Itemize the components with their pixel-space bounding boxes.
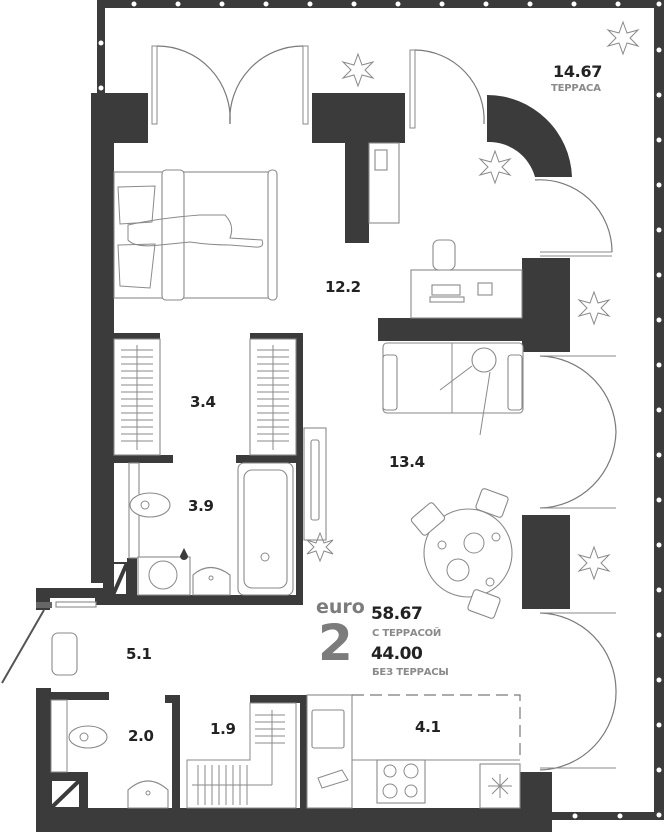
walls bbox=[36, 93, 572, 832]
room-area-wardrobe: 3.4 bbox=[190, 393, 216, 411]
room-area-hallway: 5.1 bbox=[126, 645, 152, 663]
bathroom-fixtures bbox=[128, 427, 327, 596]
ventilation-shaft-icons bbox=[49, 562, 129, 810]
dining-table-icon bbox=[410, 488, 513, 619]
apartment-type-label: euro bbox=[316, 596, 365, 618]
desk-icon bbox=[368, 142, 523, 319]
room-area-bathroom: 3.9 bbox=[188, 497, 214, 515]
wardrobe-icon bbox=[113, 338, 297, 456]
room-area-living-room: 13.4 bbox=[389, 453, 425, 471]
with-terrace-caption: С ТЕРРАСОЙ bbox=[372, 628, 442, 639]
room-area-toilet: 2.0 bbox=[128, 727, 154, 745]
terrace-area: 14.67 bbox=[553, 62, 603, 81]
room-area-kitchen: 4.1 bbox=[415, 718, 441, 736]
sofa-icon bbox=[382, 342, 524, 436]
bed-icon bbox=[113, 169, 278, 301]
total-area-without-terrace: 44.00 bbox=[371, 644, 423, 664]
kitchen-fixtures bbox=[306, 694, 521, 809]
plant-icons bbox=[306, 20, 640, 581]
total-area-with-terrace: 58.67 bbox=[371, 604, 423, 624]
room-area-storage: 1.9 bbox=[210, 720, 236, 738]
apartment-rooms-count: 2 bbox=[318, 614, 353, 672]
without-terrace-caption: БЕЗ ТЕРРАСЫ bbox=[372, 667, 449, 678]
terrace-railing bbox=[97, 0, 664, 820]
room-area-bedroom: 12.2 bbox=[325, 278, 361, 296]
hallway-fixtures bbox=[50, 601, 297, 809]
terrace-caption: ТЕРРАСА bbox=[551, 83, 601, 94]
doors bbox=[1, 45, 617, 771]
